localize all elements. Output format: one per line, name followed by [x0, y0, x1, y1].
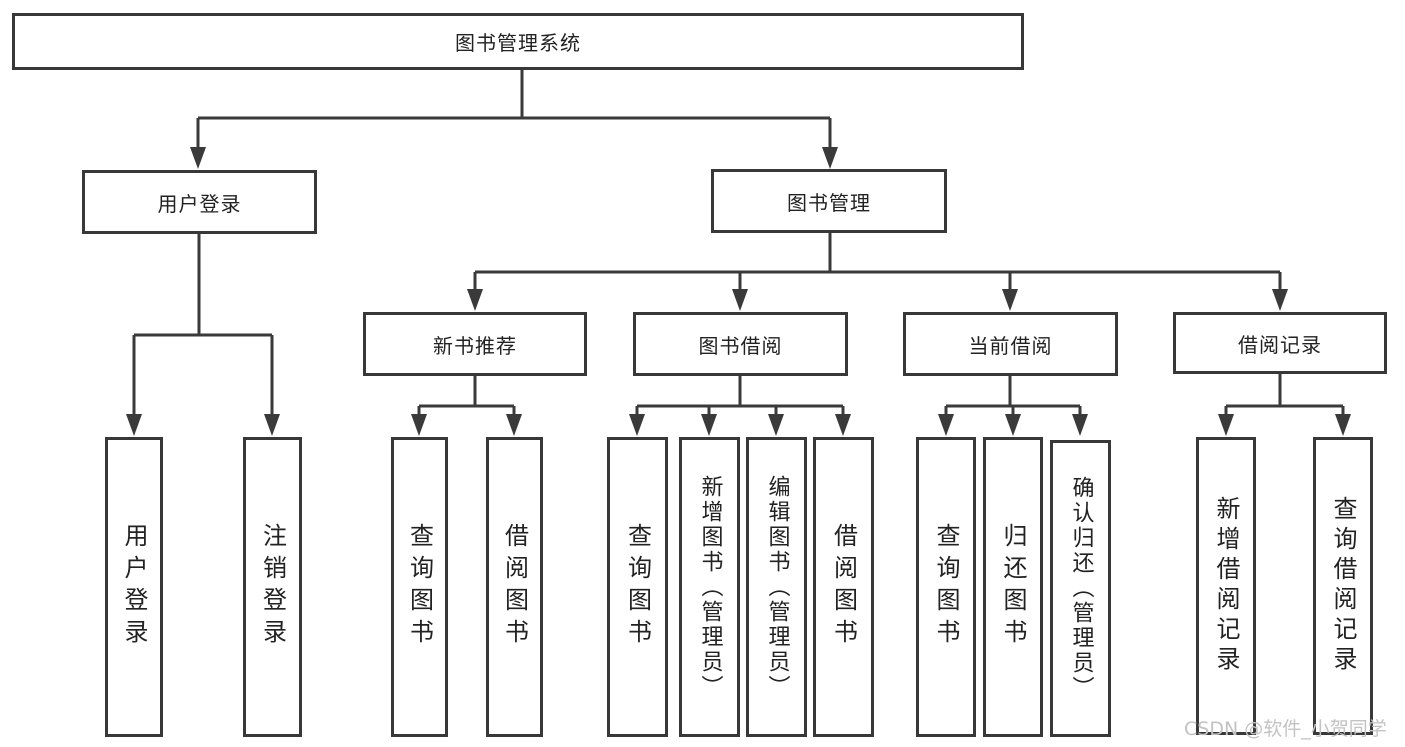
section-current-borrow: 当前借阅 — [903, 312, 1118, 376]
leaf-user-login: 用户登录 — [105, 437, 163, 737]
section-new-book-recommend: 新书推荐 — [363, 312, 587, 376]
leaf-confirm-return-admin: 确认归还（管理员） — [1050, 440, 1111, 737]
leaf-query-borrow-record: 查询借阅记录 — [1313, 437, 1373, 735]
leaf-add-book-admin: 新增图书（管理员） — [679, 437, 740, 737]
leaf-query-books-borrow: 查询图书 — [607, 437, 668, 737]
leaf-borrow-books: 借阅图书 — [813, 437, 874, 737]
leaf-borrow-books-recommend: 借阅图书 — [486, 437, 543, 737]
leaf-logout: 注销登录 — [243, 437, 302, 737]
leaf-edit-book-admin: 编辑图书（管理员） — [746, 437, 807, 737]
leaf-add-borrow-record: 新增借阅记录 — [1196, 437, 1256, 735]
section-borrow-record: 借阅记录 — [1173, 312, 1387, 374]
branch-book-management: 图书管理 — [711, 169, 947, 233]
section-book-borrow: 图书借阅 — [633, 312, 848, 376]
csdn-watermark: CSDN @软件_小贺同学 — [1184, 718, 1387, 740]
root-node: 图书管理系统 — [12, 13, 1024, 70]
leaf-query-books-recommend: 查询图书 — [391, 437, 448, 737]
leaf-return-book: 归还图书 — [983, 437, 1043, 737]
leaf-query-books-current: 查询图书 — [916, 437, 976, 737]
branch-user-login: 用户登录 — [82, 170, 317, 234]
